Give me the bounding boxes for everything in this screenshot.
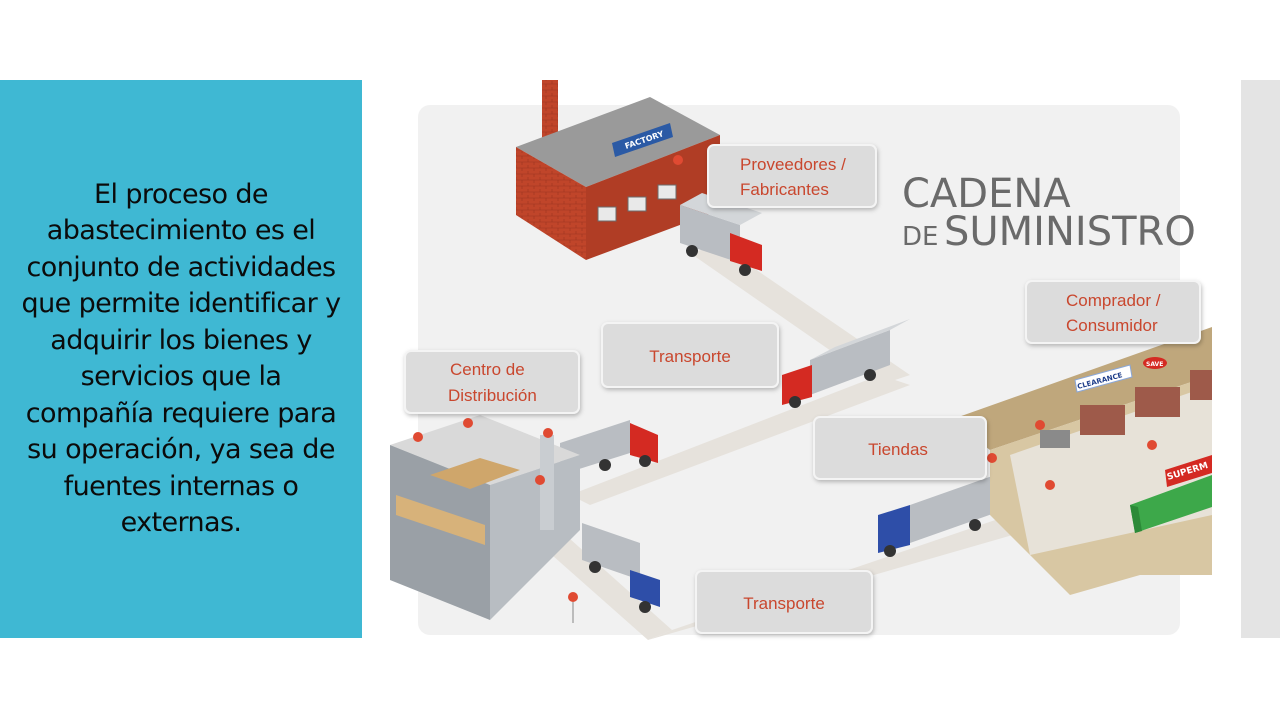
- label-distribution-line-1: Centro de: [450, 360, 525, 379]
- location-pin-icon: [1045, 480, 1055, 490]
- location-pin-icon: [568, 592, 578, 602]
- location-pin-icon: [463, 418, 473, 428]
- body-text: El proceso de abastecimiento es el conju…: [21, 178, 342, 539]
- store-building: CLEARANCE SAVE SUPERM: [950, 327, 1212, 595]
- text-panel: El proceso de abastecimiento es el conju…: [0, 80, 362, 638]
- truck-red-middle: [782, 319, 910, 408]
- label-suppliers: Proveedores / Fabricantes: [707, 144, 877, 208]
- location-pin-icon: [413, 432, 423, 442]
- store-shelves: [1040, 370, 1212, 448]
- label-transport-top: Transporte: [601, 322, 779, 388]
- label-transport-top-text: Transporte: [649, 347, 731, 366]
- distribution-center: [390, 415, 580, 620]
- location-pin-icon: [673, 155, 683, 165]
- location-pin-icon: [987, 453, 997, 463]
- location-pin-icon: [535, 475, 545, 485]
- label-consumer: Comprador / Consumidor: [1025, 280, 1201, 344]
- title-line-2-main: SUMINISTRO: [944, 209, 1196, 255]
- label-suppliers-line-1: Proveedores /: [740, 155, 846, 174]
- factory-building: FACTORY: [516, 80, 720, 260]
- label-distribution-line-2: Distribución: [448, 386, 537, 405]
- label-distribution: Centro de Distribución: [404, 350, 580, 414]
- label-transport-bottom-text: Transporte: [743, 594, 825, 613]
- location-pin-icon: [543, 428, 553, 438]
- label-transport-bottom: Transporte: [695, 570, 873, 634]
- label-stores: Tiendas: [813, 416, 987, 480]
- location-pin-icon: [1035, 420, 1045, 430]
- truck-red-factory: [680, 193, 762, 276]
- truck-blue-store: [878, 475, 995, 557]
- supply-chain-diagram: FACTORY: [390, 75, 1222, 655]
- label-stores-text: Tiendas: [868, 440, 928, 459]
- title-line-2-prefix: DE: [902, 222, 938, 252]
- location-pin-icon: [1147, 440, 1157, 450]
- truck-blue-bottom: [582, 523, 660, 613]
- label-consumer-line-2: Consumidor: [1066, 316, 1158, 335]
- diagram-title: CADENA DE SUMINISTRO: [902, 171, 1196, 255]
- label-consumer-line-1: Comprador /: [1066, 291, 1161, 310]
- right-edge-strip: [1241, 80, 1280, 638]
- label-suppliers-line-2: Fabricantes: [740, 180, 829, 199]
- title-line-1: CADENA: [902, 171, 1071, 217]
- store-sign-save: SAVE: [1146, 361, 1163, 368]
